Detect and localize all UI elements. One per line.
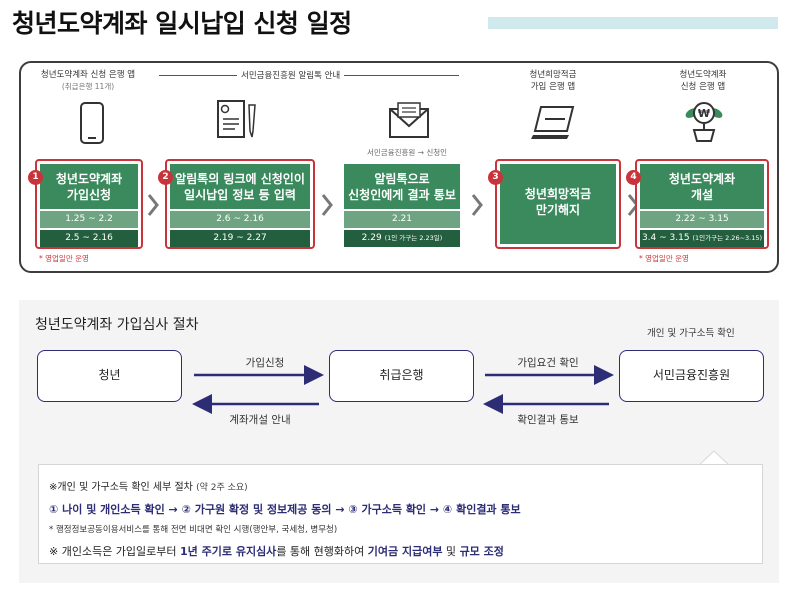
step-notify-second-date-value: 2.29 — [361, 233, 382, 243]
detail-income-note: ※ 개인소득은 가입일로부터 1년 주기로 유지심사를 통해 현행화하여 기여금… — [49, 543, 504, 559]
step-notify-title-line1: 알림톡으로 — [374, 172, 430, 186]
money-plant-icon: ₩ — [685, 102, 723, 142]
business-day-note: * 영업일만 운영 — [639, 254, 689, 263]
detail-heading-text: ※개인 및 가구소득 확인 세부 절차 — [49, 482, 193, 493]
col5-header-line1: 청년도약계좌 — [679, 70, 727, 80]
detail-admin-note: * 행정정보공동이용서비스를 통해 전면 비대면 확인 시행(행안부, 국세청,… — [49, 525, 338, 535]
page-title: 청년도약계좌 일시납입 신청 일정 — [12, 9, 352, 38]
step-4-second-period-value: 3.4 ~ 3.15 — [641, 233, 690, 243]
col1-header-sub: (취급은행 11개) — [61, 82, 115, 91]
step-notify-second-date: 2.29 (1인 가구는 2.23일) — [344, 230, 460, 247]
center-header: 서민금융진흥원 알림톡 안내 — [237, 69, 345, 81]
detail-heading: ※개인 및 가구소득 확인 세부 절차 (약 2주 소요) — [49, 478, 248, 493]
income-note-highlight-payment: 기여금 지급여부 — [367, 545, 443, 558]
col4-header-line1: 청년희망적금 — [529, 70, 577, 80]
process-arrows — [192, 365, 614, 414]
document-pen-icon — [217, 100, 256, 138]
step-4-second-period: 3.4 ~ 3.15 (1인가구는 2.26~3.15) — [640, 230, 764, 247]
step-1-title-line2: 가입신청 — [66, 188, 112, 202]
smartphone-icon — [80, 102, 104, 144]
schedule-panel: 청년도약계좌 신청 은행 앱 (취급은행 11개) 서민금융진흥원 알림톡 안내… — [19, 61, 779, 273]
label-apply: 가입신청 — [245, 357, 285, 369]
step-1-card: 청년도약계좌 가입신청 1.25 ~ 2.2 2.5 ~ 2.16 — [35, 159, 143, 249]
step-notify-title-line2: 신청인에게 결과 통보 — [348, 188, 456, 202]
step-2-title: 알림톡의 링크에 신청인이 일시납입 정보 등 입력 — [170, 164, 310, 209]
col5-header-line2: 신청 은행 앱 — [680, 82, 726, 92]
step-1-title-line1: 청년도약계좌 — [55, 172, 123, 186]
step-3-title-line1: 청년희망적금 — [524, 187, 592, 201]
chevron-right-icon — [147, 194, 159, 216]
col5-header: 청년도약계좌 신청 은행 앱 — [651, 69, 755, 93]
income-note-part-c: 를 통해 현행화하여 — [276, 545, 368, 558]
step-3-card: 청년희망적금 만기해지 — [495, 159, 621, 249]
laptop-icon — [531, 106, 575, 139]
income-note-highlight-scale: 규모 조정 — [459, 545, 504, 558]
step-notify-card: 알림톡으로 신청인에게 결과 통보 2.21 2.29 (1인 가구는 2.23… — [339, 159, 465, 249]
step-4-badge: 4 — [626, 170, 641, 185]
step-1-title: 청년도약계좌 가입신청 — [40, 164, 138, 209]
step-1-badge: 1 — [28, 170, 43, 185]
step-4-card: 청년도약계좌 개설 2.22 ~ 3.15 3.4 ~ 3.15 (1인가구는 … — [635, 159, 769, 249]
detail-duration: (약 2주 소요) — [196, 483, 248, 493]
detail-steps: ① 나이 및 개인소득 확인 → ② 가구원 확정 및 정보제공 동의 → ③ … — [49, 503, 521, 516]
step-4-title-line2: 개설 — [690, 188, 714, 202]
node-bank: 취급은행 — [329, 350, 474, 402]
chevron-right-icon — [321, 194, 333, 216]
step-notify-single-household-note: (1인 가구는 2.23일) — [384, 234, 443, 242]
step-notify-first-date: 2.21 — [344, 211, 460, 228]
label-result-notice: 확인결과 통보 — [517, 414, 579, 426]
node-3-caption: 개인 및 가구소득 확인 — [647, 328, 735, 339]
node-finance-agency: 서민금융진흥원 — [619, 350, 764, 402]
step-notify-title: 알림톡으로 신청인에게 결과 통보 — [344, 164, 460, 209]
process-panel: 청년도약계좌 가입심사 절차 개인 및 가구소득 확인 청년 취급은행 서민금융… — [19, 300, 779, 583]
step-4-first-period: 2.22 ~ 3.15 — [640, 211, 764, 228]
step-4-title-line1: 청년도약계좌 — [668, 172, 736, 186]
title-accent-bar — [488, 17, 778, 29]
step-2-badge: 2 — [158, 170, 173, 185]
col1-header-text: 청년도약계좌 신청 은행 앱 — [40, 70, 136, 80]
income-note-highlight-cycle: 1년 주기로 유지심사 — [180, 545, 277, 558]
step-2-first-period: 2.6 ~ 2.16 — [170, 211, 310, 228]
business-day-note: * 영업일만 운영 — [39, 254, 89, 263]
label-account-notice: 계좌개설 안내 — [229, 414, 291, 426]
step-1-first-period: 1.25 ~ 2.2 — [40, 211, 138, 228]
label-eligibility-check: 가입요건 확인 — [517, 357, 579, 369]
step-4-title: 청년도약계좌 개설 — [640, 164, 764, 209]
step-3-title: 청년희망적금 만기해지 — [500, 164, 616, 244]
step-3-badge: 3 — [488, 170, 503, 185]
col4-header-line2: 가입 은행 앱 — [530, 82, 576, 92]
process-title: 청년도약계좌 가입심사 절차 — [35, 317, 199, 333]
node-youth: 청년 — [37, 350, 182, 402]
col1-header: 청년도약계좌 신청 은행 앱 (취급은행 11개) — [27, 69, 149, 93]
step-2-title-line2: 일시납입 정보 등 입력 — [184, 188, 296, 202]
envelope-icon — [389, 102, 429, 138]
income-note-part-a: ※ 개인소득은 가입일로부터 — [49, 545, 181, 558]
step-4-single-household-note: (1인가구는 2.26~3.15) — [692, 234, 763, 242]
step-1-second-period: 2.5 ~ 2.16 — [40, 230, 138, 247]
step-2-title-line1: 알림톡의 링크에 신청인이 — [175, 172, 305, 186]
step-2-card: 알림톡의 링크에 신청인이 일시납입 정보 등 입력 2.6 ~ 2.16 2.… — [165, 159, 315, 249]
income-note-part-e: 및 — [442, 545, 460, 558]
income-check-detail-box: ※개인 및 가구소득 확인 세부 절차 (약 2주 소요) ① 나이 및 개인소… — [38, 464, 763, 564]
notification-direction-note: 서민금융진흥원 → 신청인 — [367, 148, 448, 157]
col4-header: 청년희망적금 가입 은행 앱 — [501, 69, 605, 93]
step-3-title-line2: 만기해지 — [535, 203, 581, 217]
svg-text:₩: ₩ — [698, 107, 710, 120]
step-2-second-period: 2.19 ~ 2.27 — [170, 230, 310, 247]
chevron-right-icon — [471, 194, 483, 216]
